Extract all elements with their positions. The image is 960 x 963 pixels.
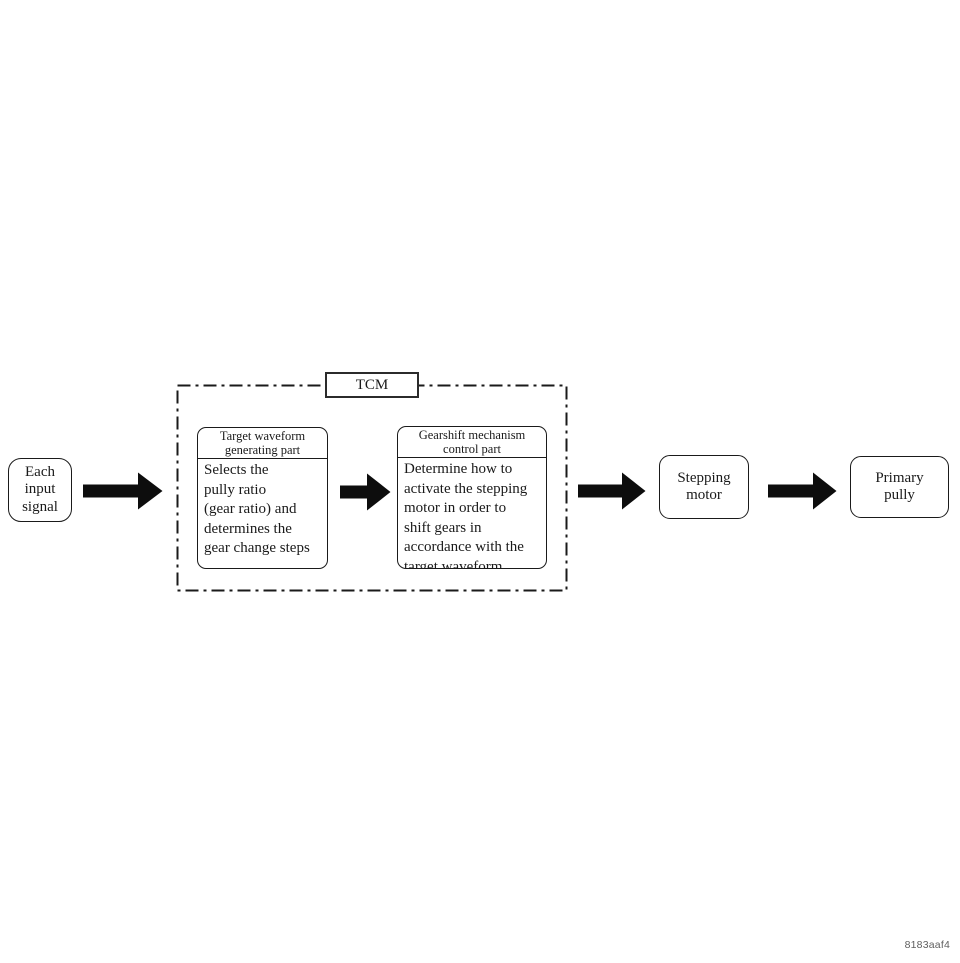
target-waveform-body: Selects the pully ratio (gear ratio) and… (204, 462, 310, 556)
primary-pully-label: Primary pully (875, 469, 924, 504)
figure-code: 8183aaf4 (904, 939, 950, 951)
gearshift-header: Gearshift mechanism control part (398, 427, 546, 458)
gearshift-body: Determine how to activate the stepping m… (404, 461, 528, 569)
primary-pully-box: Primary pully (850, 456, 949, 518)
arrow-right-icon (83, 472, 163, 510)
tcm-label-box: TCM (325, 372, 419, 398)
target-waveform-generating-part-box: Target waveform generating part Selects … (197, 427, 328, 569)
each-input-signal-box: Each input signal (8, 458, 72, 522)
gearshift-mechanism-control-part-box: Gearshift mechanism control part Determi… (397, 426, 547, 569)
target-waveform-header: Target waveform generating part (198, 428, 327, 459)
stepping-motor-box: Stepping motor (659, 455, 749, 519)
arrow-right-icon (578, 472, 646, 510)
arrow-right-icon (340, 473, 391, 511)
stepping-motor-label: Stepping motor (677, 469, 731, 504)
tcm-label: TCM (355, 376, 389, 393)
arrow-right-icon (768, 472, 837, 510)
each-input-signal-label: Each input signal (22, 463, 58, 515)
